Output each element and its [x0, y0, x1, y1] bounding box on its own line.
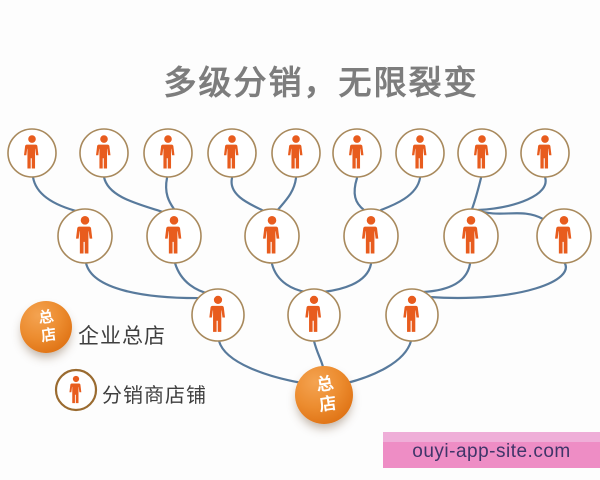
distributor-node-r2-1 [57, 208, 113, 264]
distributor-node-r2-3 [244, 208, 300, 264]
connection-line [470, 176, 483, 211]
connection-line [173, 261, 212, 296]
distributor-node-r3-3 [385, 288, 439, 342]
legend-label-head-store: 企业总店 [78, 325, 166, 348]
connection-line [217, 339, 304, 385]
legend-head-store-badge-label: 总店 [35, 307, 57, 347]
legend-head-store-badge: 总店 [20, 301, 72, 353]
head-store-label: 总店 [311, 373, 337, 417]
connection-line [345, 339, 413, 385]
connection-line [31, 175, 82, 214]
connection-line [230, 176, 266, 213]
distributor-node-r1-6 [332, 128, 382, 178]
distributor-node-r1-3 [143, 128, 193, 178]
distributor-node-r3-1 [191, 288, 245, 342]
watermark-text: ouyi-app-site.com [412, 441, 571, 462]
page-title: 多级分销，无限裂变 [163, 64, 479, 101]
connection-line [84, 261, 208, 300]
distributor-node-r2-4 [343, 208, 399, 264]
distributor-node-r1-8 [457, 128, 507, 178]
legend-distributor-icon [54, 368, 98, 412]
watermark: ouyi-app-site.com [383, 432, 600, 468]
connection-line [321, 262, 373, 294]
distributor-node-r1-2 [79, 128, 129, 178]
distributor-node-r1-9 [520, 128, 570, 178]
connection-line [102, 175, 165, 214]
connection-line [312, 339, 325, 369]
distributor-node-r1-5 [271, 128, 321, 178]
distributor-node-r2-5 [443, 208, 499, 264]
connection-line [379, 176, 422, 212]
connection-line [353, 176, 366, 212]
connection-line [476, 175, 547, 212]
distributor-node-r3-2 [287, 288, 341, 342]
distributor-node-r2-2 [146, 208, 202, 264]
connection-line [427, 260, 567, 299]
legend-label-distributor: 分销商店铺 [102, 385, 207, 407]
distributor-node-r1-7 [395, 128, 445, 178]
distributor-node-r1-1 [7, 128, 57, 178]
distributor-node-r1-4 [207, 128, 257, 178]
connection-line [275, 176, 298, 213]
connection-line [165, 176, 176, 211]
connection-line [270, 262, 308, 294]
head-store-node: 总店 [295, 366, 353, 424]
connection-line [421, 262, 472, 294]
distributor-node-r2-6 [536, 208, 592, 264]
connection-lines [31, 175, 567, 385]
